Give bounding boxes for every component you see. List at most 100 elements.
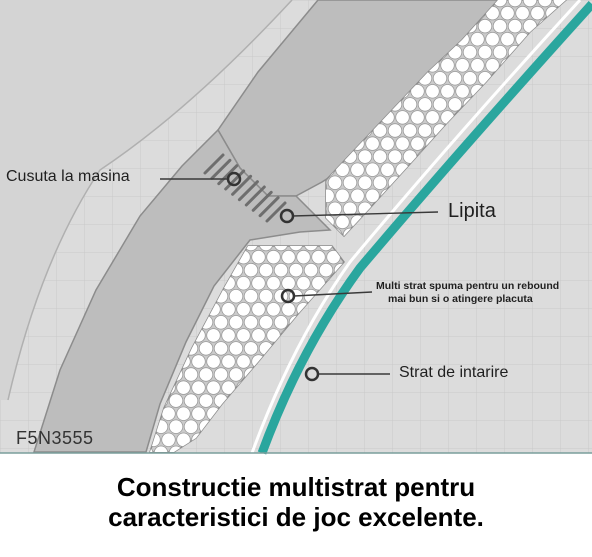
foam-bead: [335, 188, 350, 204]
foam-bead: [387, 149, 403, 164]
foam-bead: [462, 71, 478, 86]
caption-line1: Constructie multistrat pentru: [116, 472, 476, 502]
foam-bead: [350, 188, 365, 204]
leader-glued: [291, 211, 439, 217]
foam-bead: [213, 315, 229, 330]
foam-bead: [318, 246, 334, 252]
foam-bead: [213, 367, 229, 382]
foam-bead: [243, 246, 259, 252]
stitch-mark: [265, 201, 287, 223]
foam-bead: [485, 32, 500, 47]
foam-bead: [303, 262, 319, 278]
foam-bead: [258, 315, 274, 330]
leader-foam: [293, 291, 373, 297]
foam-bead: [447, 71, 463, 86]
foam-bead: [296, 249, 311, 265]
foam-bead: [266, 249, 281, 265]
foam-bead: [243, 341, 259, 356]
foam-bead: [198, 341, 214, 356]
foam-bead: [470, 58, 485, 73]
foam-bead: [492, 18, 508, 34]
foam-bead: [258, 246, 274, 252]
foam-bead: [402, 97, 418, 112]
caption-line2: caracteristici de joc excelente.: [108, 502, 484, 532]
foam-bead: [410, 84, 425, 99]
foam-bead: [206, 328, 221, 343]
foam-bead: [462, 45, 478, 60]
foam-bead: [168, 393, 184, 408]
foam-bead: [402, 123, 418, 138]
foam-bead: [477, 18, 493, 34]
foam-bead: [447, 97, 463, 112]
caption: Constructie multistrat pentru caracteris…: [0, 472, 592, 532]
foam-bead: [500, 32, 515, 47]
foam-bead: [492, 0, 508, 8]
foam-bead: [522, 0, 538, 8]
foam-bead: [198, 393, 214, 408]
foam-bead: [440, 58, 455, 73]
foam-bead: [380, 136, 395, 151]
foam-bead: [492, 45, 508, 60]
foam-bead: [372, 149, 388, 164]
foam-bead: [183, 419, 199, 434]
foam-bead: [326, 201, 328, 217]
foam-bead: [326, 175, 328, 190]
foam-bead: [236, 354, 251, 369]
foam-bead: [176, 406, 191, 421]
foam-bead: [432, 97, 448, 112]
foam-bead: [470, 32, 485, 47]
foam-bead: [515, 5, 530, 21]
foam-bead: [387, 123, 403, 138]
foam-bead: [357, 149, 373, 164]
foam-bead: [221, 302, 236, 317]
foam-bead: [410, 136, 425, 151]
outer-cover-panel-bottom: [32, 128, 332, 453]
ring-marker-icon: [279, 208, 295, 224]
foam-bead: [350, 162, 365, 177]
foam-bead: [410, 110, 425, 125]
ring-marker-icon: [304, 366, 320, 382]
foam-bead: [311, 249, 326, 265]
foam-bead: [432, 71, 448, 86]
foam-bead: [500, 5, 515, 21]
foam-bead: [335, 214, 350, 230]
foam-bead: [417, 123, 433, 138]
foam-bead: [243, 315, 259, 330]
foam-bead: [327, 175, 343, 190]
foam-bead: [168, 419, 184, 434]
stitch-mark: [231, 174, 253, 196]
foam-bead: [342, 175, 358, 190]
stitch-mark: [210, 158, 232, 180]
foam-bead: [357, 175, 373, 190]
foam-bead: [221, 354, 236, 369]
foam-bead: [206, 354, 221, 369]
foam-bead: [183, 393, 199, 408]
foam-bead: [395, 110, 410, 125]
foam-bead: [273, 315, 289, 330]
foam-bead: [266, 302, 281, 317]
foam-bead: [365, 162, 380, 177]
stitch-mark: [203, 153, 225, 175]
foam-bead: [372, 123, 388, 138]
foam-bead: [198, 367, 214, 382]
foam-bead: [266, 276, 281, 291]
foam-bead: [425, 110, 440, 125]
foam-bead: [191, 406, 206, 421]
foam-bead: [258, 262, 274, 278]
foam-bead: [236, 328, 251, 343]
foam-bead: [380, 162, 395, 177]
foam-bead: [281, 249, 296, 265]
foam-bead: [251, 328, 266, 343]
foam-bead: [395, 136, 410, 151]
foam-bead: [243, 289, 259, 304]
stitch-mark: [224, 169, 246, 191]
foam-bead: [530, 5, 545, 21]
label-glued: Lipita: [448, 200, 496, 222]
reinforcement-stripe: [257, 0, 592, 455]
foam-bead: [507, 0, 523, 8]
foam-bead: [191, 380, 206, 395]
stitch-mark: [258, 196, 280, 218]
foam-bead: [221, 328, 236, 343]
foam-bead: [161, 432, 176, 448]
